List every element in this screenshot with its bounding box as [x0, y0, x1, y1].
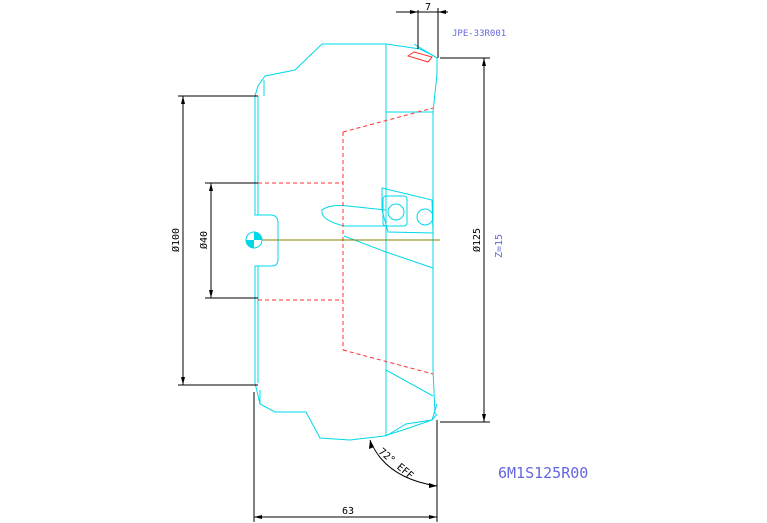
dim-125-extensions — [440, 57, 490, 423]
dim-63-label: 63 — [342, 506, 354, 517]
hidden-pocket-bottom — [342, 349, 434, 375]
hidden-pocket-top — [342, 107, 434, 133]
dim-40-label: Ø40 — [198, 231, 210, 249]
insert-screw-1 — [387, 203, 405, 221]
top-insert-marker — [406, 51, 433, 63]
dim-40-extensions — [205, 182, 258, 299]
arrowheads — [181, 10, 486, 519]
dim-angle-arc — [369, 439, 438, 487]
teeth-label: Z=15 — [494, 234, 505, 258]
top-insert-outline — [413, 43, 438, 59]
body-right-face — [432, 58, 438, 415]
insert-screw-2 — [416, 208, 434, 226]
dim-100-extensions — [178, 95, 258, 386]
dimension-lines — [178, 8, 490, 522]
bottom-insert — [385, 403, 438, 437]
dim-125-label: Ø125 — [471, 228, 483, 252]
dim-7-label: 7 — [425, 2, 431, 13]
chip-gullet — [321, 205, 387, 227]
body-profile — [254, 43, 438, 441]
insert-pocket — [382, 195, 408, 227]
insert-code-label: JPE-33R001 — [452, 29, 506, 39]
cutter-body-outline — [254, 43, 438, 441]
gullet-sweep — [343, 235, 434, 269]
lower-flute — [385, 369, 434, 397]
part-id-label: 6M1S125R00 — [498, 464, 588, 482]
dim-63-extensions — [253, 392, 438, 522]
dim-angle-label: 72° EFF — [376, 446, 415, 482]
dim-7-extensions — [417, 8, 439, 58]
dim-100-label: Ø100 — [170, 228, 182, 252]
hidden-lines — [258, 107, 434, 375]
insert-seat — [381, 187, 434, 234]
center-marker — [245, 231, 263, 249]
